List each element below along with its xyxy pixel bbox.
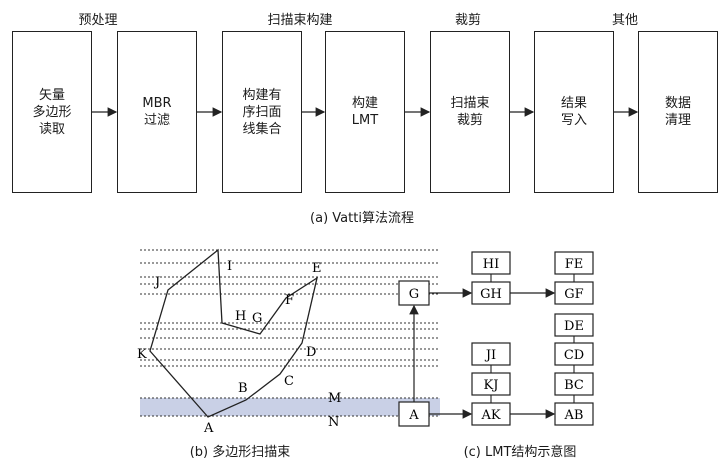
flow-box-scanbeam-clip: 扫描束 裁剪 <box>430 31 510 193</box>
caption-a: (a) Vatti算法流程 <box>310 211 414 226</box>
flow-box-data-cleanup: 数据 清理 <box>638 31 718 193</box>
vertex-label-a: A <box>203 421 214 436</box>
beam-label-n: N <box>328 415 339 430</box>
lmt-label-ak: AK <box>480 408 500 423</box>
flow-box-write-result: 结果 写入 <box>534 31 614 193</box>
stage-label-preprocess: 预处理 <box>78 13 118 28</box>
highlight-beam <box>140 398 440 416</box>
vertex-label-e: E <box>312 261 322 276</box>
flow-box-build-lmt: 构建 LMT <box>325 31 405 193</box>
lmt-label-a: A <box>408 408 419 423</box>
lmt-label-ji: JI <box>484 348 496 363</box>
caption-c: (c) LMT结构示意图 <box>463 445 577 460</box>
lmt-node-a <box>398 401 430 427</box>
vertex-label-h: H <box>235 309 246 324</box>
vertex-label-d: D <box>306 345 316 360</box>
flow-box-build-scanlines: 构建有 序扫面 线集合 <box>222 31 302 193</box>
lmt-label-kj: KJ <box>484 378 499 393</box>
lmt-structure-diagram: G A HI GH JI KJ AK FE GF DE CD BC AB <box>398 251 594 427</box>
clip-polygon <box>149 248 318 418</box>
stage-label-scanbeam-build: 扫描束构建 <box>267 13 333 28</box>
vertex-label-k: K <box>137 347 147 362</box>
stage-label-other: 其他 <box>611 13 638 28</box>
stage-label-clip: 裁剪 <box>454 13 481 28</box>
vertex-label-b: B <box>238 381 248 396</box>
lmt-label-ab: AB <box>564 408 584 423</box>
lmt-label-gh: GH <box>480 287 502 302</box>
lmt-node-g <box>398 280 430 306</box>
lmt-label-hi: HI <box>483 257 499 272</box>
lmt-label-g: G <box>409 287 419 302</box>
polygon-scanbeam-diagram: A B C D E F G H I J K M N <box>137 248 440 436</box>
vertex-label-j: J <box>153 275 160 290</box>
beam-label-m: M <box>328 391 341 406</box>
lmt-label-fe: FE <box>565 257 584 272</box>
flow-box-read-polygon: 矢量 多边形 读取 <box>12 31 92 193</box>
lmt-label-de: DE <box>564 319 584 334</box>
vertex-label-f: F <box>285 293 294 308</box>
lmt-label-cd: CD <box>564 348 584 363</box>
vertex-label-c: C <box>284 374 294 389</box>
flow-box-mbr-filter: MBR 过滤 <box>117 31 197 193</box>
vertex-label-i: I <box>227 259 232 274</box>
vertex-label-g: G <box>252 311 262 326</box>
lmt-label-gf: GF <box>564 287 583 302</box>
lmt-label-bc: BC <box>564 378 584 393</box>
caption-b: (b) 多边形扫描束 <box>189 445 291 460</box>
